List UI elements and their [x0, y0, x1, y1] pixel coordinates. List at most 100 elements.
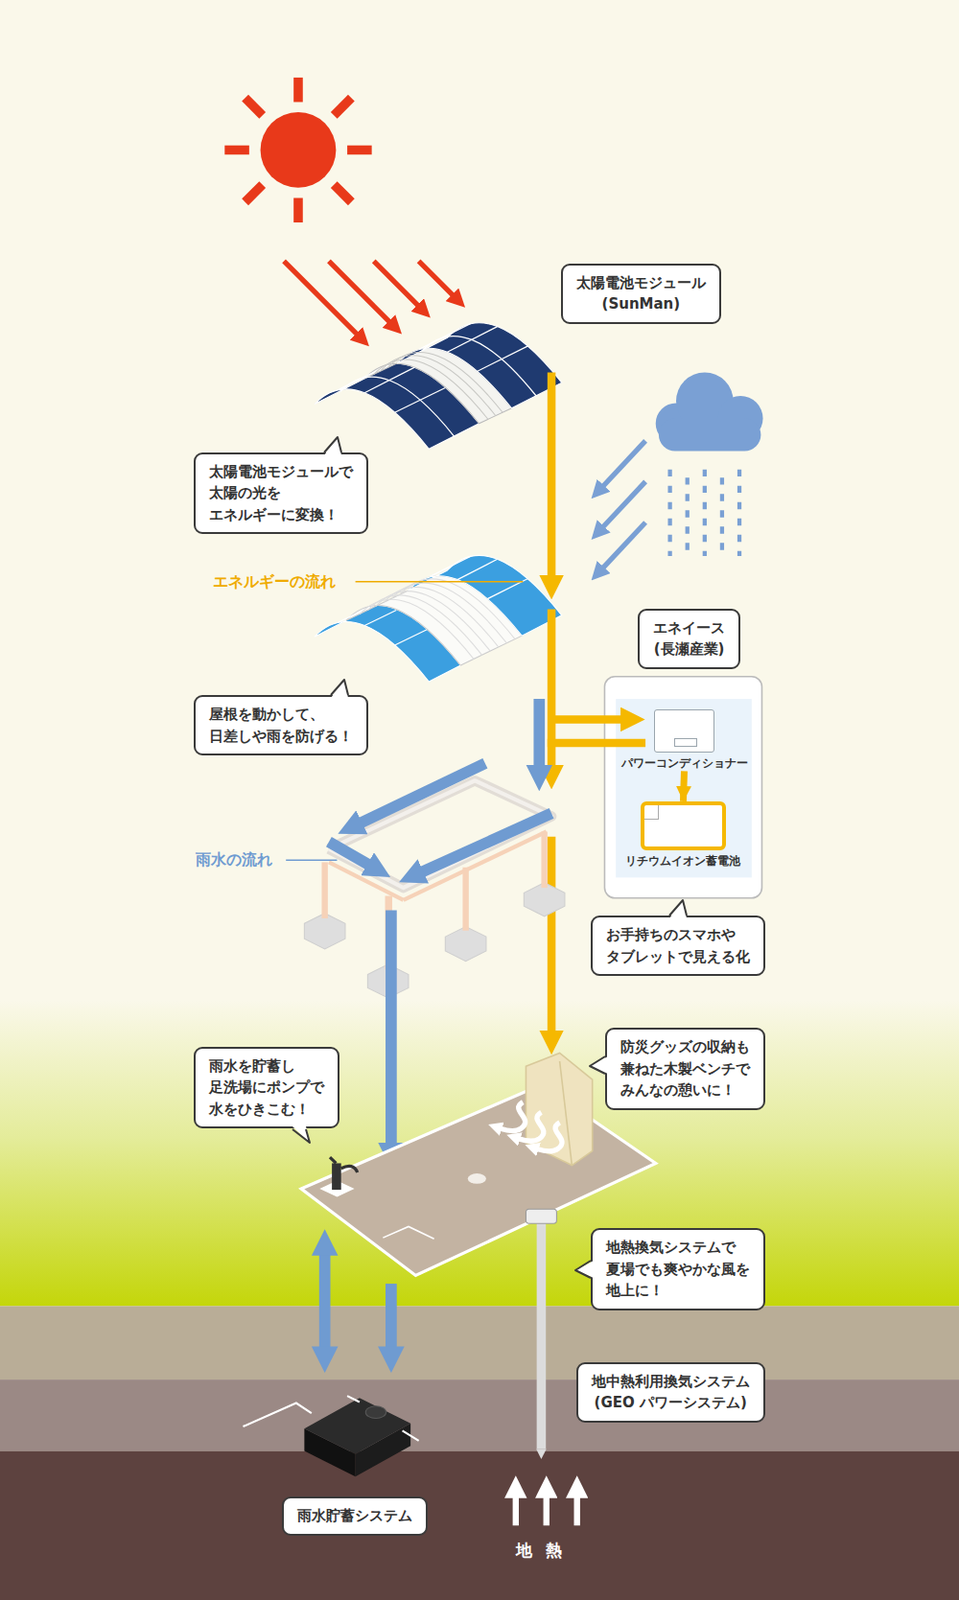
leader-line: [285, 860, 337, 863]
sun: [333, 97, 351, 116]
open-roof: [367, 595, 482, 655]
open-roof: [407, 555, 562, 636]
sun: [224, 77, 372, 223]
callout-bubble: 太陽電池モジュールで 太陽の光を エネルギーに変換！: [193, 452, 369, 536]
sunlight-arrows: [283, 260, 358, 335]
sun: [224, 77, 372, 223]
flow-label: 雨水の流れ: [191, 850, 277, 871]
callout-tail-edge: [589, 1056, 606, 1075]
node-text: お手持ちのスマホや タブレットで見える化: [606, 924, 750, 968]
rain-tank: [402, 1430, 420, 1442]
rainwater-flow: [359, 763, 486, 824]
sun: [347, 145, 373, 156]
bench: [560, 1061, 573, 1167]
callout-tail-edge: [292, 1129, 310, 1144]
energy-flow: [547, 739, 646, 749]
rain-cloud: [658, 418, 761, 451]
open-roof: [392, 583, 507, 643]
callout-tail: [668, 900, 688, 918]
open-roof: [375, 591, 491, 652]
callout-tail: [323, 437, 343, 455]
device-box: リチウムイオン蓄電池: [625, 801, 741, 870]
sun: [260, 112, 337, 188]
tablet-panel: [615, 699, 752, 878]
label-box: 太陽電池モジュール(SunMan): [561, 263, 722, 325]
pergola: [328, 780, 552, 889]
heat-arrows: [574, 1496, 581, 1526]
rain-tank: [242, 1403, 311, 1427]
solar-roof: [374, 352, 503, 421]
device-detail: [674, 738, 698, 748]
solar-roof: [421, 336, 537, 397]
pergola: [462, 867, 468, 932]
flow-label: 地熱: [512, 1540, 580, 1562]
callout-tail-fill: [669, 900, 687, 919]
callout-tail-edge: [669, 900, 687, 916]
rainwater-flow: [385, 1284, 398, 1350]
bench: [525, 1052, 592, 1166]
rain-tank: [304, 1428, 355, 1477]
callout-bubble: 防災グッズの収納も 兼ねた木製ベンチで みんなの憩いに！: [605, 1028, 766, 1111]
water-pump: [329, 1157, 336, 1164]
cool-air: [500, 1102, 526, 1132]
rain-drops: [667, 469, 672, 557]
node-text: エネイース: [653, 617, 726, 640]
node-text: 太陽電池モジュール: [576, 272, 706, 295]
sun: [293, 197, 304, 223]
tablet-panel: [604, 677, 762, 899]
callout-tail-edge: [330, 679, 349, 696]
solar-roof: [314, 323, 562, 450]
geo-pipe: [525, 1209, 557, 1224]
open-roof: [364, 610, 397, 627]
node-text: パワーコンディショナー: [621, 756, 749, 772]
callout-tail-edge: [575, 1261, 591, 1279]
sunlight-arrows: [283, 260, 454, 335]
rain-tank: [347, 1396, 360, 1403]
water-pump: [331, 1163, 342, 1191]
rain-drops: [737, 469, 742, 557]
rain-arrows: [602, 441, 646, 569]
callout-tail-fill: [575, 1261, 594, 1279]
water-pump: [341, 1166, 358, 1173]
cool-air: [500, 1102, 562, 1152]
callout-tail: [329, 679, 350, 698]
label-box: 地中熱利用換気システム(GEO パワーシステム): [576, 1362, 766, 1424]
callout-tail-fill: [324, 437, 342, 456]
open-roof: [457, 559, 498, 580]
solar-roof: [446, 327, 497, 353]
pergola: [540, 831, 547, 889]
energy-flow: [551, 715, 624, 725]
rain-tank: [242, 1396, 419, 1477]
ground-deck: [382, 1226, 434, 1240]
flow-connector: [682, 771, 684, 802]
rain-arrows: [602, 481, 646, 528]
callout-bubble: 地熱換気システムで 夏場でも爽やかな風を 地上に！: [590, 1228, 766, 1311]
solar-roof: [340, 376, 455, 437]
rain-arrows: [602, 441, 646, 488]
geo-pipe: [525, 1209, 557, 1460]
rain-drops: [702, 469, 707, 557]
flow-label: エネルギーの流れ: [209, 572, 340, 593]
node-text: 雨水を貯蓄し 足洗場にポンプで 水をひきこむ！: [209, 1055, 325, 1122]
background: [0, 1380, 959, 1452]
sun: [245, 97, 263, 116]
node-text: (GEO パワーシステム): [591, 1392, 750, 1415]
callout-tail-fill: [589, 1056, 609, 1075]
rain-drops: [685, 477, 690, 557]
open-roof: [359, 579, 515, 660]
device-box: パワーコンディショナー: [621, 709, 749, 772]
solar-roof: [388, 352, 503, 413]
pergola: [304, 913, 346, 950]
node-text: 地中熱利用換気システム: [591, 1371, 750, 1394]
callout-bubble: 屋根を動かして、 日差しや雨を防げる！: [193, 695, 369, 756]
rain-tank: [365, 1406, 386, 1420]
sunlight-arrows: [419, 260, 454, 296]
leader-line: [355, 581, 524, 584]
solar-roof: [374, 359, 489, 420]
background: [0, 1306, 959, 1381]
ground-deck: [467, 1173, 487, 1185]
cool-air: [518, 1112, 544, 1142]
